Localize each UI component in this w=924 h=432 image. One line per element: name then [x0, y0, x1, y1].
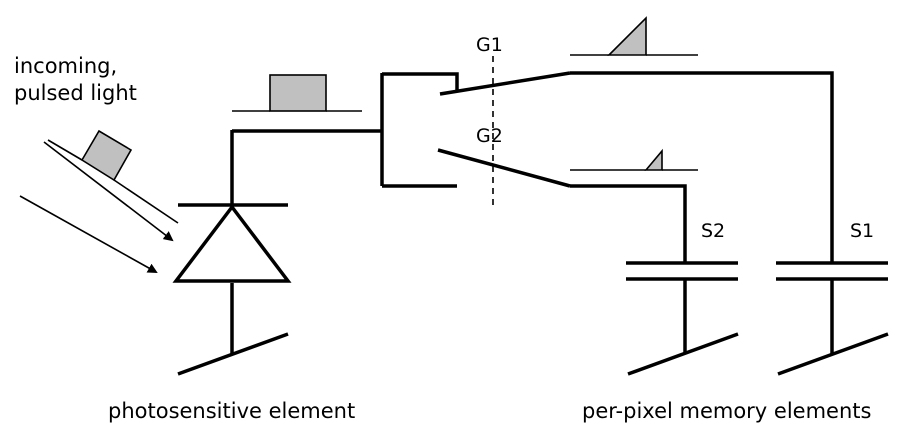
g1-pulse-waveform	[570, 16, 698, 56]
storage-s1-label: S1	[850, 220, 874, 242]
g2-pulse-waveform	[570, 148, 698, 171]
light-ray-lower	[19, 195, 158, 273]
gate-g1-label: G1	[476, 34, 503, 56]
light-pulse-baseline-left	[47, 139, 83, 161]
photodiode-symbol	[172, 130, 292, 376]
capacitor-s2	[626, 261, 739, 376]
incoming-light-label-line2: pulsed light	[14, 81, 137, 105]
switch-g1	[439, 71, 834, 262]
light-ray-upper	[43, 141, 174, 242]
photosensitive-element-caption: photosensitive element	[108, 399, 355, 423]
light-pulse-shape	[80, 129, 133, 182]
light-pulse-baseline-right	[113, 179, 179, 224]
memory-elements-caption: per-pixel memory elements	[582, 399, 871, 423]
incoming-light	[19, 129, 179, 273]
photodiode-pulse-waveform	[232, 74, 362, 112]
switch-g2	[437, 148, 687, 262]
gate-g2-label: G2	[476, 125, 503, 147]
main-wire	[232, 72, 459, 188]
storage-s2-label: S2	[701, 220, 725, 242]
incoming-light-label-line1: incoming,	[14, 54, 117, 78]
capacitor-s1	[776, 261, 889, 376]
